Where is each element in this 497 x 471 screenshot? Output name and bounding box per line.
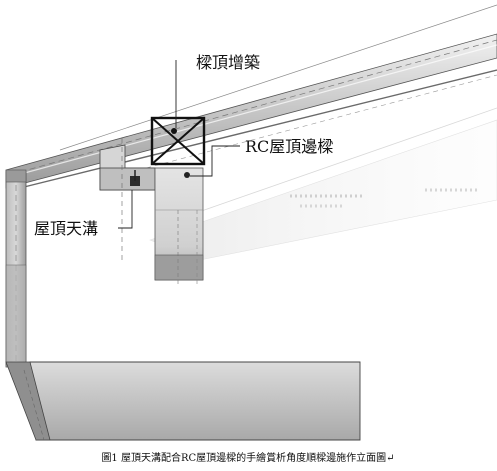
leader-roof-gutter — [118, 190, 133, 229]
floor-slab-edge — [5, 361, 51, 441]
floor-slab — [29, 361, 361, 441]
leader-rc-edge-beam — [190, 145, 240, 177]
beam-addition-point-marker — [171, 128, 177, 134]
rc-edge-beam-bottom — [154, 254, 204, 281]
label-roof-gutter: 屋頂天溝 — [34, 219, 98, 238]
roof-slab-dashed-line — [19, 39, 497, 173]
beam-addition-cross-b — [151, 117, 205, 165]
edge-beam-point-marker — [184, 172, 190, 178]
floor-slab-dash — [23, 369, 45, 441]
beam-addition-box — [150, 116, 206, 166]
label-rc-roof-edge-beam: RC屋頂邊樑 — [245, 137, 333, 156]
figure-caption: 圖1 屋頂天溝配合RC屋頂邊樑的手繪賞析角度順樑邊施作立面圖↵ — [101, 451, 394, 464]
roof-slab-underside-dashed — [119, 74, 497, 176]
left-column-lower — [5, 264, 27, 366]
roof-gutter-channel — [99, 167, 156, 191]
roof-upper-thin-line — [59, 4, 497, 151]
roof-slab-underside — [19, 69, 497, 189]
background-slab-edge — [189, 107, 497, 216]
label-beam-addition: 樑頂增築 — [196, 53, 260, 72]
roof-slab-highlight — [5, 44, 497, 179]
left-column-cap — [5, 169, 27, 183]
